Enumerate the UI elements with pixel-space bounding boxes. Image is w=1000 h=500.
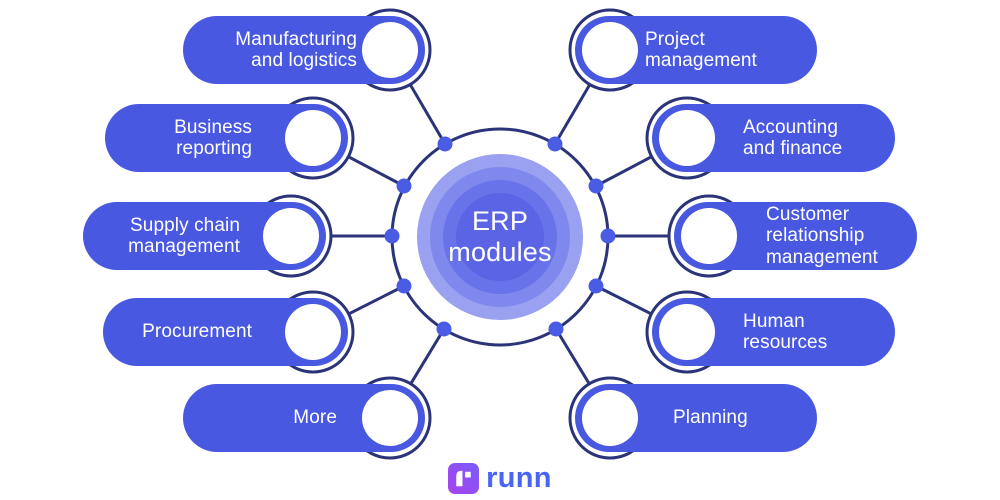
brand-wordmark: runn [486,461,552,494]
connector-circle [582,22,638,78]
module-pill-manufacturing-and-logistics: Manufacturing and logistics [183,16,425,84]
module-pill-planning: Planning [575,384,817,452]
module-pill-business-reporting: Business reporting [105,104,348,172]
module-label: Human resources [743,310,828,353]
connector-dots [384,136,616,337]
module-label: Business reporting [174,116,252,159]
module-label: More [293,407,337,429]
hub-label: ERP modules [448,205,552,267]
module-label: Manufacturing and logistics [235,28,357,71]
module-pill-supply-chain-management: Supply chain management [83,202,326,270]
module-label: Accounting and finance [743,116,843,159]
module-pill-customer-relationship-management: Customer relationship management [674,202,917,270]
module-pill-human-resources: Human resources [652,298,895,366]
connector-circle [263,208,319,264]
connector-dot [437,136,453,152]
connector-circle [362,390,418,446]
connector-circle [659,304,715,360]
module-label: Planning [673,407,748,429]
module-label: Customer relationship management [766,204,878,268]
connector-circle [285,110,341,166]
connector-circle [681,208,737,264]
connector-dot [600,228,616,244]
connector-circle [285,304,341,360]
module-label: Project management [645,28,757,71]
module-label: Procurement [142,321,252,343]
module-pill-procurement: Procurement [103,298,348,366]
module-pill-more: More [183,384,425,452]
module-label: Supply chain management [128,214,240,257]
hub-discs [417,154,583,320]
connector-dot [384,228,400,244]
connector-dot [436,321,452,337]
connector-circle [362,22,418,78]
module-pill-accounting-and-finance: Accounting and finance [652,104,895,172]
connector-dot [396,178,412,194]
module-pill-project-management: Project management [575,16,817,84]
connector-dot [396,278,412,294]
hub-disc-center [456,193,544,281]
connector-dot [588,278,604,294]
brand-footer: runn [0,460,1000,496]
connector-dot [588,178,604,194]
connector-dot [548,321,564,337]
runn-logo-r-glyph [456,470,471,486]
connector-circle [659,110,715,166]
runn-logo-icon [448,462,480,494]
connector-dot [547,136,563,152]
connector-circle [582,390,638,446]
